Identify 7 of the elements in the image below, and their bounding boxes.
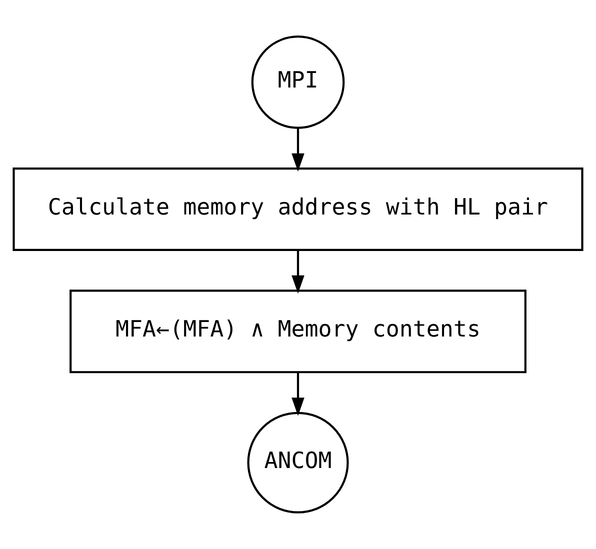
node-circle: ANCOM [247, 412, 349, 514]
arrow [292, 250, 304, 294]
arrow [292, 128, 304, 172]
node-box: Calculate memory address with HL pair [12, 168, 584, 252]
arrow [292, 372, 304, 416]
node-box: MFA←(MFA) ∧ Memory contents [70, 290, 526, 374]
node-circle: MPI [251, 36, 345, 129]
